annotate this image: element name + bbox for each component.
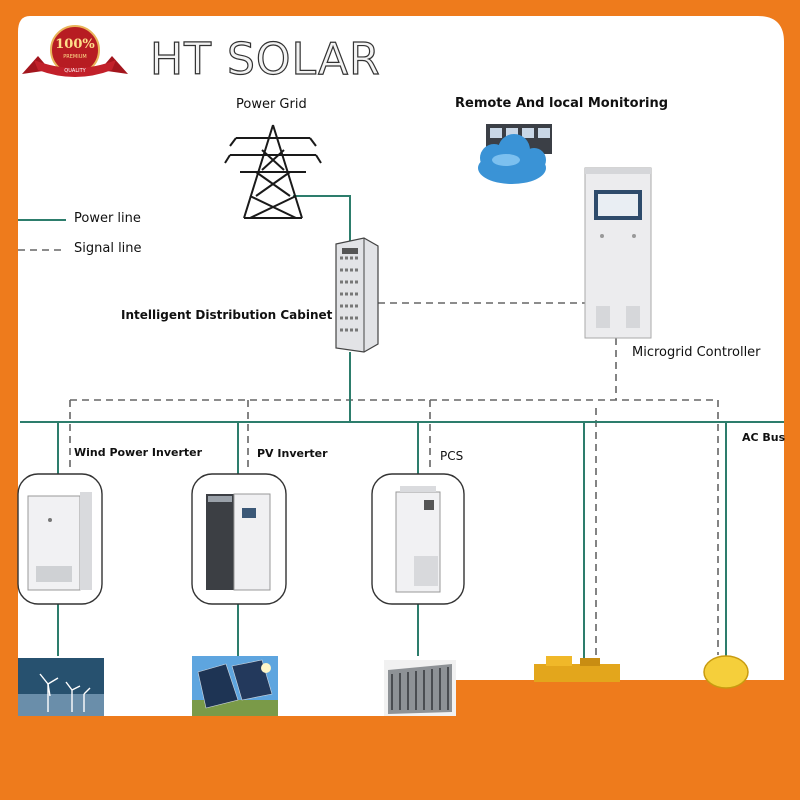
power-grid-tower-icon [224, 124, 322, 219]
signal-lines [18, 249, 719, 655]
power-lines [18, 195, 784, 660]
badge-main-text: 100% [55, 37, 95, 52]
monitoring-label: Remote And local Monitoring [455, 96, 669, 111]
badge-line-text: PREMIUM [63, 54, 86, 60]
solar-panels-photo [192, 656, 278, 716]
legend-signal-line-label: Signal line [74, 241, 142, 256]
pcs-label: PCS [440, 449, 464, 463]
ac-bus-label: AC Bus [742, 431, 786, 444]
quality-badge: 100% PREMIUM QUALITY [22, 25, 128, 77]
brand-name: HT SOLAR [149, 33, 381, 85]
pv-inverter-label: PV Inverter [257, 447, 328, 460]
diesel-generator-icon [534, 656, 620, 682]
badge-sub-text: QUALITY [64, 68, 86, 74]
wind-inverter-device-icon [27, 492, 92, 591]
power-grid-label: Power Grid [236, 97, 307, 112]
cloud-icon [478, 134, 546, 184]
wind-turbine-photo [18, 658, 104, 716]
grid-cabinet-line [293, 195, 351, 242]
pcs-device-icon [395, 486, 441, 593]
legend-power-line-label: Power line [74, 211, 141, 226]
microgrid-controller-icon [584, 167, 652, 339]
wind-inverter-label: Wind Power Inverter [74, 446, 203, 459]
controller-label: Microgrid Controller [632, 345, 761, 360]
pv-inverter-device-icon [206, 493, 271, 591]
distribution-cabinet-icon [335, 237, 379, 353]
cabinet-label: Intelligent Distribution Cabinet [121, 308, 333, 322]
battery-storage-photo [384, 660, 456, 716]
storage-unit-icon [703, 655, 749, 689]
